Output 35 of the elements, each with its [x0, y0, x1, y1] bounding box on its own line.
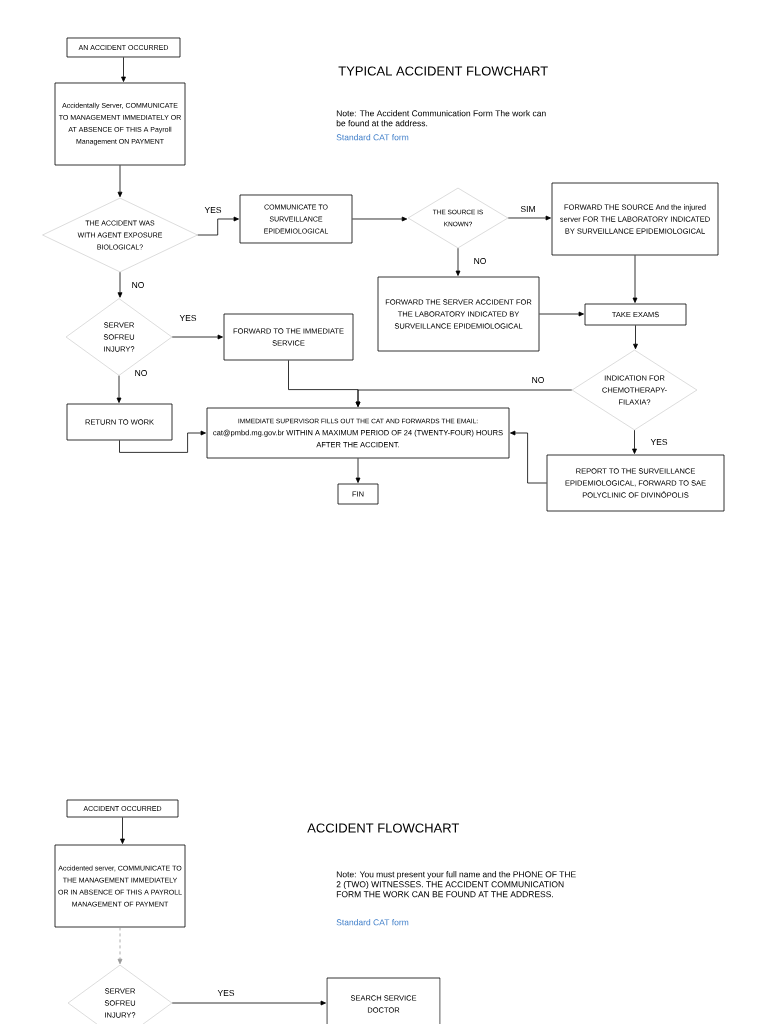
edge-label: NO — [530, 376, 546, 384]
arrow — [117, 165, 123, 198]
arrow — [119, 430, 206, 453]
edge-label: YES — [203, 206, 223, 214]
arrow — [197, 216, 239, 236]
arrow — [117, 927, 123, 965]
edge-label: SIM — [519, 205, 537, 213]
title: TYPICAL ACCIDENT FLOWCHART — [338, 66, 548, 76]
arrow — [355, 389, 573, 407]
arrow — [117, 271, 123, 298]
arrow — [633, 325, 638, 350]
note-text: Note: The Accident Communication Form The work can be found at the address. — [336, 110, 546, 127]
arrow — [171, 334, 223, 340]
edge-label: NO — [130, 281, 146, 289]
arrow — [171, 1000, 326, 1006]
arrow — [352, 216, 408, 222]
edge-label: YES — [649, 438, 669, 446]
arrow — [507, 215, 551, 221]
link-text: Standard CAT form — [336, 134, 409, 141]
edge-label: NO — [133, 369, 149, 377]
arrow — [632, 255, 638, 303]
edge-label: NO — [472, 257, 488, 265]
edge-label: YES — [216, 989, 236, 997]
note-text: Note: You must present your full name and the PHONE OF THE 2 (TWO) WITNESSES. THE ACCIDENT COMMUNICATION FORM THE WORK CAN BE FOUND AT THE ADDRESS. — [336, 871, 576, 898]
edge-label: YES — [178, 314, 198, 322]
arrow — [355, 458, 361, 483]
arrow — [116, 375, 122, 403]
arrow — [632, 429, 637, 454]
arrow — [121, 57, 126, 82]
arrow — [539, 311, 584, 317]
link-text: Standard CAT form — [336, 919, 409, 926]
heading: ACCIDENT FLOWCHART — [307, 823, 460, 833]
arrow — [120, 817, 125, 844]
arrow — [510, 430, 547, 484]
arrow — [455, 247, 461, 276]
